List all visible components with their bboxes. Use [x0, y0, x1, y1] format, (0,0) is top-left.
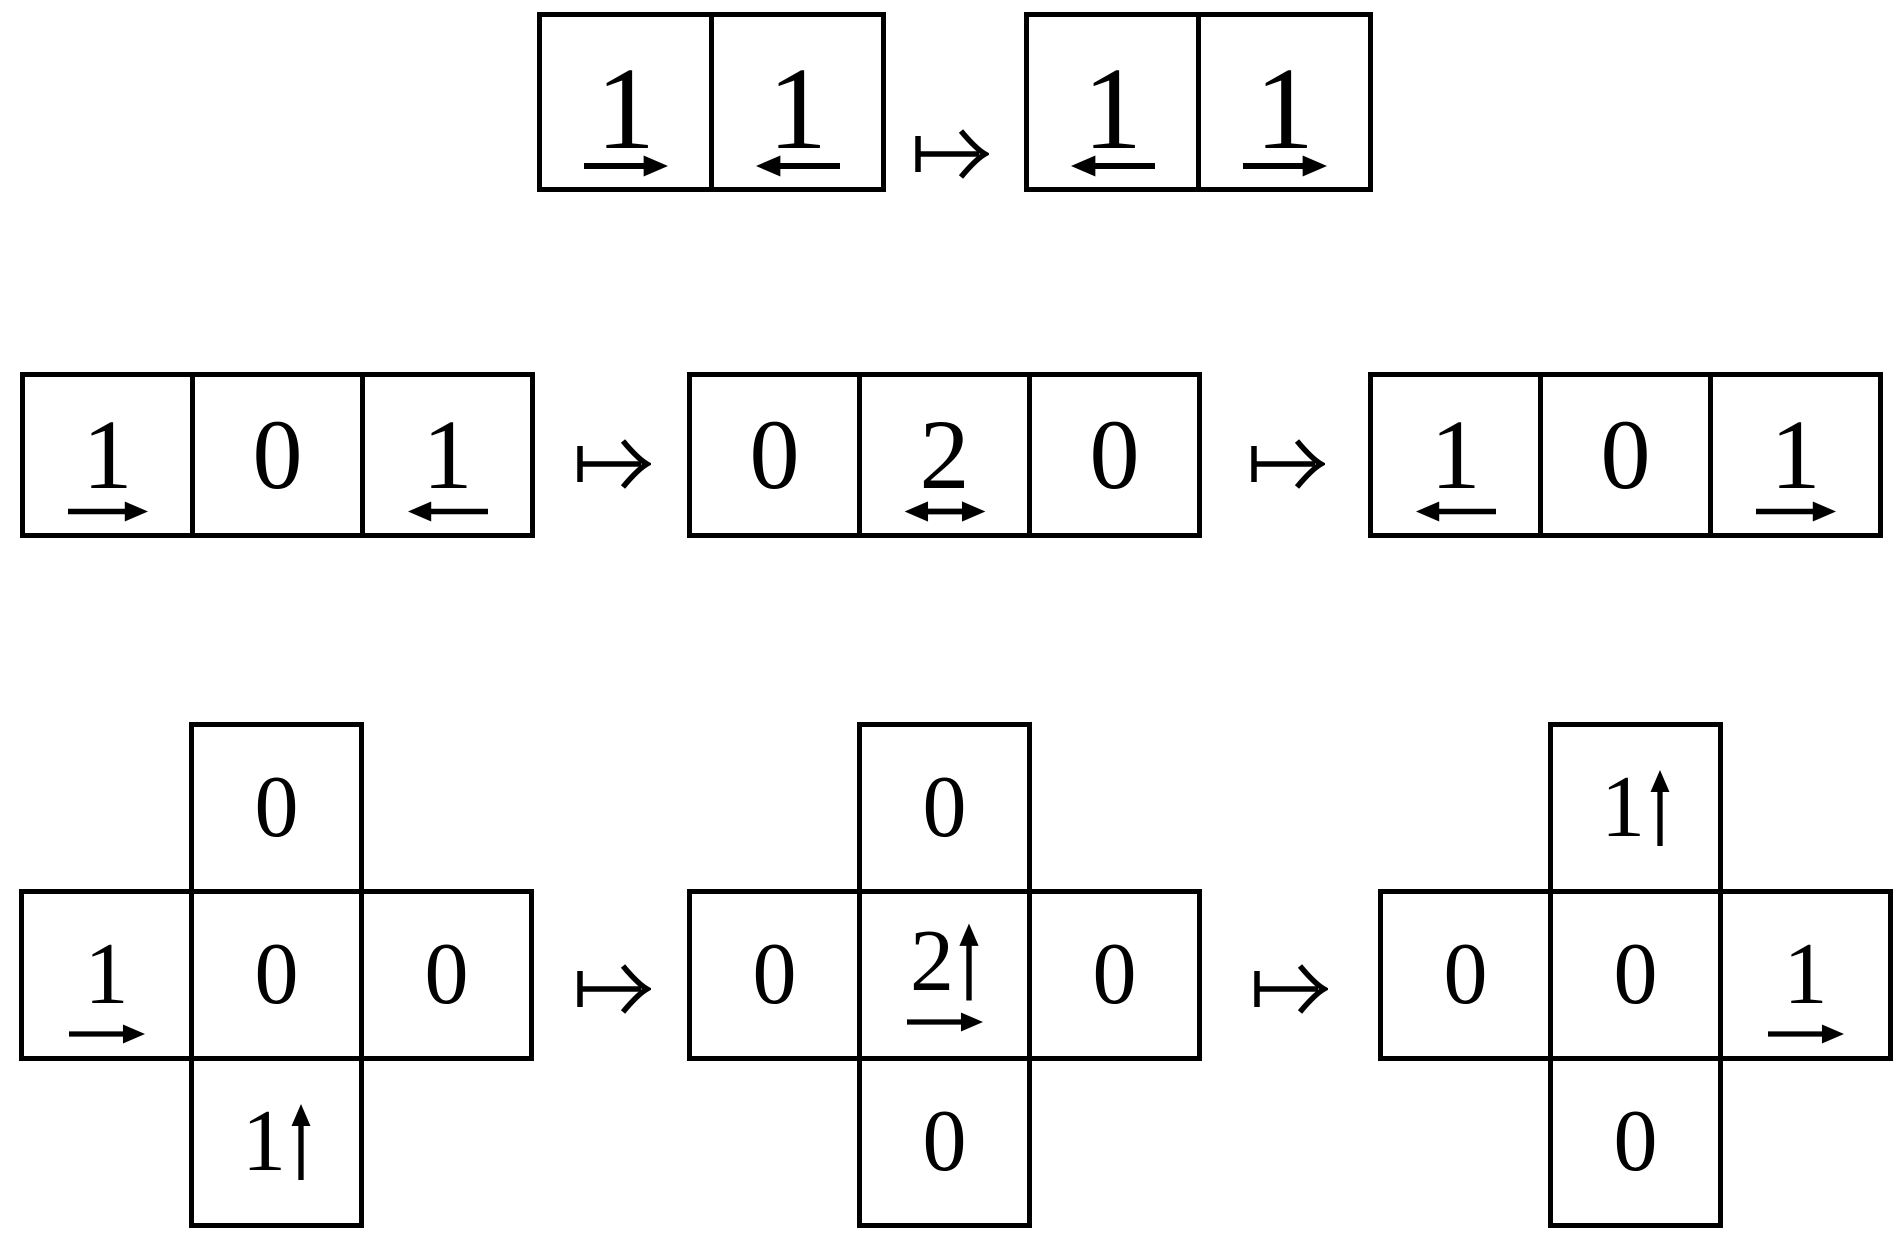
- grid-cell: 0: [190, 372, 365, 538]
- cell-value: 1: [768, 43, 827, 174]
- grid-cell: 1: [537, 12, 714, 192]
- right-arrow-icon: [1755, 501, 1836, 522]
- cell-value: 0: [254, 926, 299, 1023]
- right-arrow-icon: [1242, 155, 1327, 177]
- cell-value: 1: [1083, 43, 1142, 174]
- mapsto-icon: [575, 963, 651, 1015]
- right-arrow-icon: [68, 1024, 145, 1044]
- grid-cell: 0: [359, 889, 534, 1061]
- grid-cell: 1: [1196, 12, 1373, 192]
- cell-value: 1: [1255, 43, 1314, 174]
- grid-cell: 1: [20, 372, 195, 538]
- grid-cell: 0: [687, 372, 862, 538]
- grid-cell: 0: [1027, 372, 1202, 538]
- cell-value: 1: [82, 399, 133, 510]
- grid-cell: 1: [1024, 12, 1201, 192]
- cell-value: 1: [596, 43, 655, 174]
- cell-value: 0: [252, 399, 303, 510]
- grid-cell: 0: [189, 722, 364, 894]
- grid-cell: 0: [857, 722, 1032, 894]
- grid-cell: 2: [857, 889, 1032, 1061]
- mapsto-icon: [913, 128, 989, 180]
- cell-value: 0: [1613, 1093, 1658, 1190]
- grid-cell: 1: [19, 889, 194, 1061]
- grid-cell: 1: [360, 372, 535, 538]
- grid-cell: 1: [1708, 372, 1883, 538]
- cell-value: 0: [1613, 926, 1658, 1023]
- rule2-state1-grid: 1 0 1: [20, 372, 535, 538]
- grid-cell: 2: [857, 372, 1032, 538]
- cell-value: 0: [922, 759, 967, 856]
- cell-value: 1: [1601, 759, 1645, 856]
- rule3-state1-cross: 0 1 0 0 1: [19, 722, 534, 1228]
- grid-cell: 0: [189, 889, 364, 1061]
- up-arrow-icon: [1650, 770, 1670, 846]
- cell-value: 0: [1089, 399, 1140, 510]
- cell-value: 2: [919, 399, 970, 510]
- cell-value: 0: [752, 926, 797, 1023]
- left-arrow-icon: [407, 501, 488, 522]
- grid-cell: 1: [1368, 372, 1543, 538]
- cell-value: 1: [1430, 399, 1481, 510]
- right-arrow-icon: [1767, 1024, 1844, 1044]
- right-arrow-icon: [583, 155, 668, 177]
- grid-cell: 1: [709, 12, 886, 192]
- cell-value: 0: [1092, 926, 1137, 1023]
- right-arrow-icon: [906, 1012, 983, 1032]
- cell-value: 0: [1443, 926, 1488, 1023]
- left-arrow-icon: [1070, 155, 1155, 177]
- left-right-arrow-icon: [904, 501, 985, 522]
- up-arrow-icon: [291, 1104, 311, 1180]
- grid-cell: 0: [1538, 372, 1713, 538]
- grid-cell: 0: [857, 1056, 1032, 1228]
- rule1-lhs-grid: 1 1: [537, 12, 886, 192]
- up-arrow-icon: [959, 923, 979, 1001]
- grid-cell: 0: [1548, 1056, 1723, 1228]
- cell-value: 0: [254, 759, 299, 856]
- grid-cell: 1: [1548, 722, 1723, 894]
- rule3-state3-cross: 1 0 0 1 0: [1378, 722, 1893, 1228]
- cell-value: 1: [1783, 926, 1828, 1023]
- rule2-state2-grid: 0 2 0: [687, 372, 1202, 538]
- mapsto-icon: [1249, 438, 1325, 490]
- grid-cell: 0: [687, 889, 862, 1061]
- cell-value: 2: [910, 913, 954, 1010]
- cell-value: 1: [422, 399, 473, 510]
- left-arrow-icon: [755, 155, 840, 177]
- grid-cell: 1: [1718, 889, 1893, 1061]
- rule1-rhs-grid: 1 1: [1024, 12, 1373, 192]
- grid-cell: 0: [1027, 889, 1202, 1061]
- mapsto-icon: [1252, 963, 1328, 1015]
- cell-value: 1: [1770, 399, 1821, 510]
- mapsto-icon: [575, 438, 651, 490]
- grid-cell: 1: [189, 1056, 364, 1228]
- right-arrow-icon: [67, 501, 148, 522]
- grid-cell: 0: [1378, 889, 1553, 1061]
- cell-value: 0: [922, 1093, 967, 1190]
- cell-value: 0: [749, 399, 800, 510]
- cell-value: 1: [242, 1093, 286, 1190]
- rule2-state3-grid: 1 0 1: [1368, 372, 1883, 538]
- left-arrow-icon: [1415, 501, 1496, 522]
- grid-cell: 0: [1548, 889, 1723, 1061]
- cell-value: 0: [1600, 399, 1651, 510]
- rule3-state2-cross: 0 0 2 0 0: [687, 722, 1202, 1228]
- cell-value: 1: [84, 926, 129, 1023]
- cell-value: 0: [424, 926, 469, 1023]
